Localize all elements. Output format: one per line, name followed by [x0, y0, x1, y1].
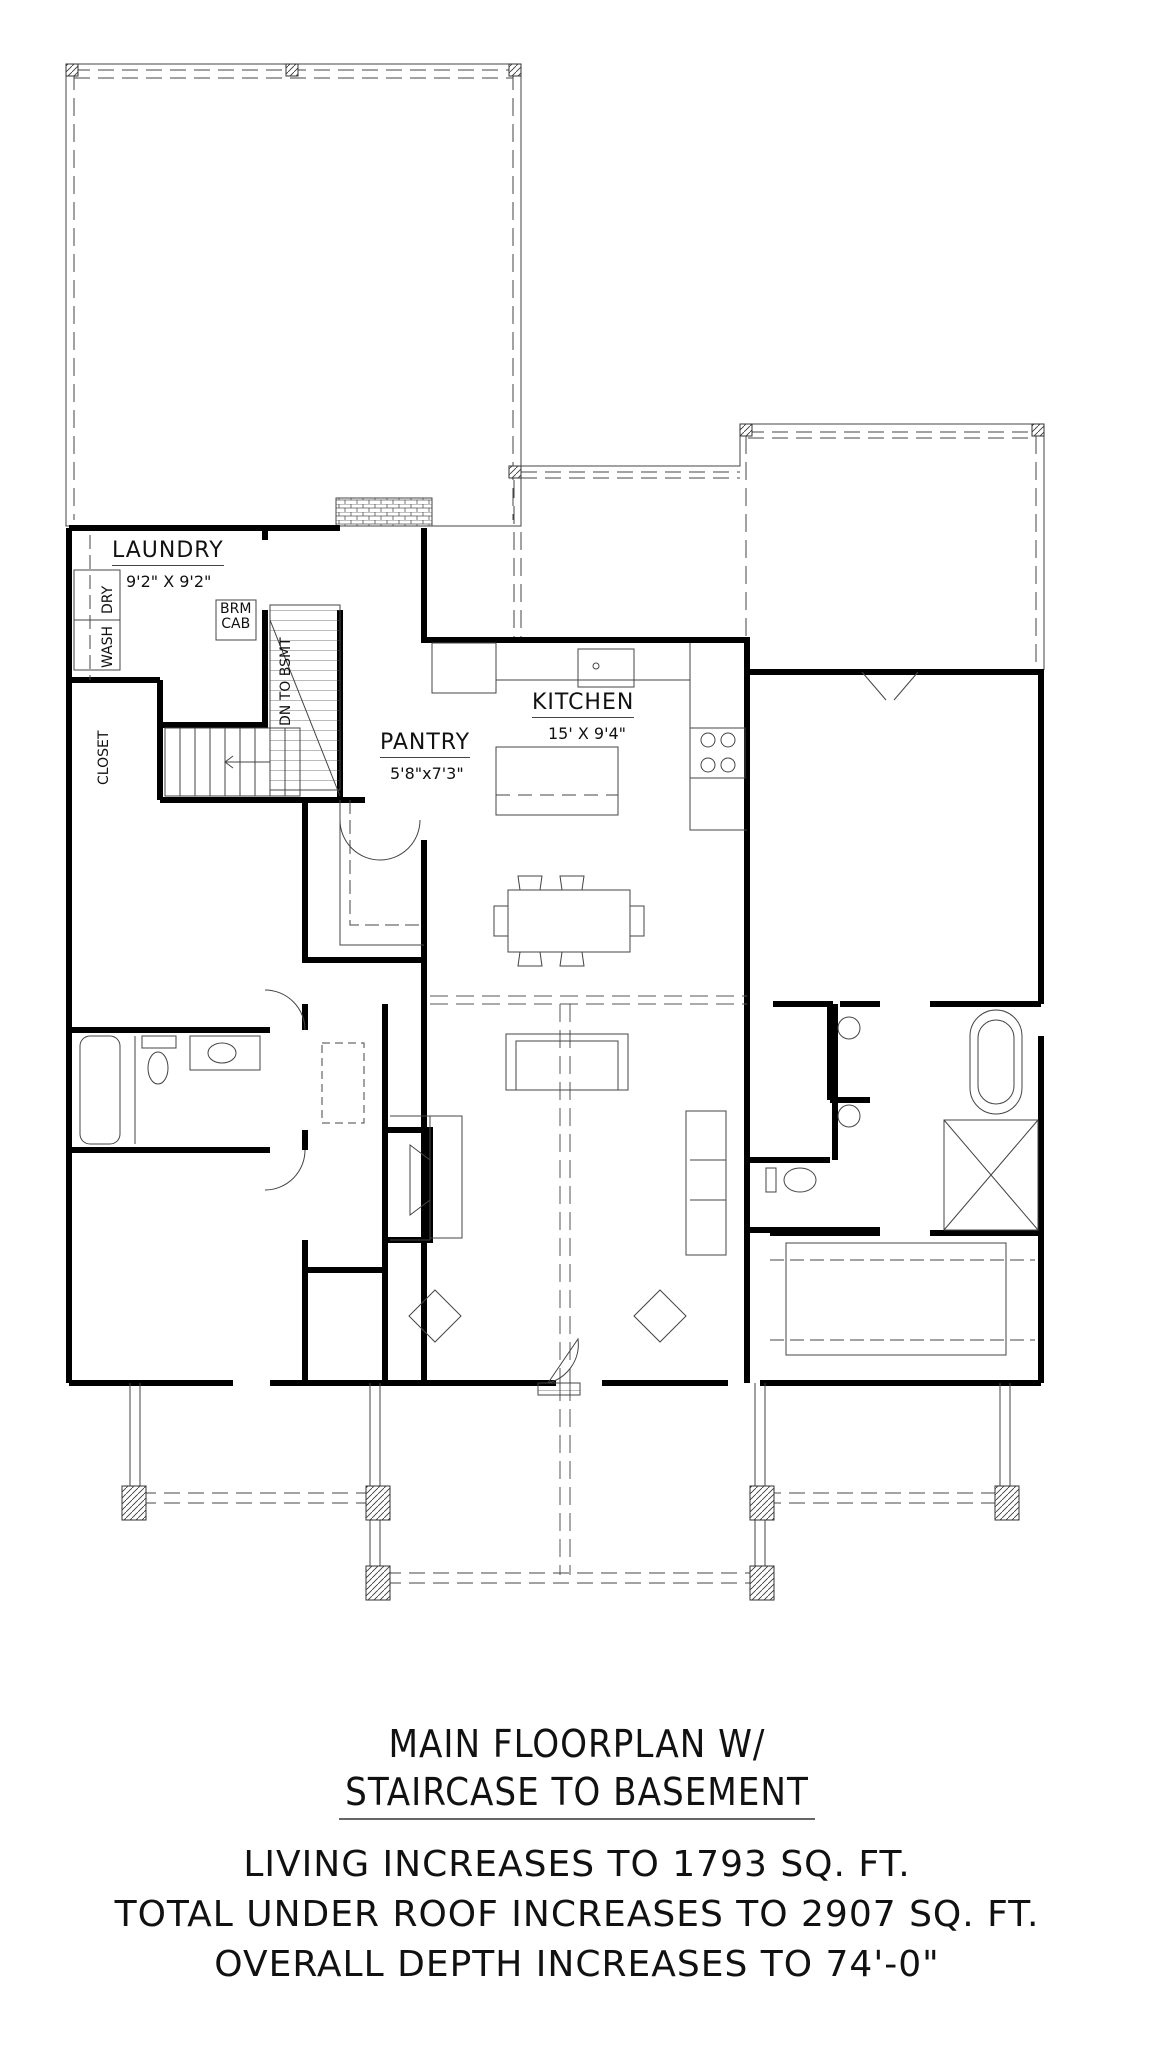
caption-title-line2: STAIRCASE TO BASEMENT — [345, 1770, 809, 1814]
front-porch — [121, 1383, 1020, 1601]
master-bath-fixtures — [765, 1009, 1039, 1356]
caption-title-line1: MAIN FLOORPLAN W/ — [388, 1722, 766, 1766]
pantry-label: PANTRY — [380, 730, 471, 758]
porch-post — [365, 1565, 391, 1601]
plan-caption: MAIN FLOORPLAN W/ STAIRCASE TO BASEMENT … — [0, 1720, 1154, 1990]
pantry-fixtures — [339, 800, 424, 946]
washer-label: WASH — [100, 625, 116, 668]
living-furniture — [390, 1033, 727, 1396]
porch-post — [994, 1485, 1020, 1521]
porch-post — [749, 1565, 775, 1601]
kitchen-fixtures — [431, 642, 747, 967]
laundry-dimensions: 9'2" X 9'2" — [126, 572, 212, 591]
exterior-walls — [66, 525, 1044, 1386]
kitchen-dimensions: 15' X 9'4" — [548, 724, 627, 743]
porch-post — [365, 1485, 391, 1521]
total-under-roof-note: TOTAL UNDER ROOF INCREASES TO 2907 SQ. F… — [114, 1894, 1040, 1935]
living-area-note: LIVING INCREASES TO 1793 SQ. FT. — [243, 1844, 911, 1885]
porch-post — [121, 1485, 147, 1521]
dryer-label: DRY — [100, 585, 116, 614]
caption-title: MAIN FLOORPLAN W/ STAIRCASE TO BASEMENT — [339, 1720, 815, 1820]
closet-label: CLOSET — [96, 730, 112, 785]
pantry-dimensions: 5'8"x7'3" — [390, 764, 464, 783]
broom-cabinet-line2: CAB — [221, 616, 251, 632]
broom-cabinet-line1: BRM — [220, 601, 252, 617]
hall-bath-fixtures — [79, 989, 365, 1191]
stair-down-label: DN TO BSMT — [278, 637, 294, 726]
bedroom-french-door — [861, 671, 919, 701]
overall-depth-note: OVERALL DEPTH INCREASES TO 74'-0" — [214, 1944, 940, 1985]
rear-patio — [513, 423, 1045, 670]
kitchen-label: KITCHEN — [532, 690, 635, 718]
broom-cabinet-label: BRM CAB — [220, 602, 251, 632]
laundry-label: LAUNDRY — [112, 538, 224, 566]
floor-plan-drawing — [65, 63, 1045, 1601]
beam-lines — [430, 995, 747, 1575]
laundry-fixtures — [73, 535, 257, 680]
brick-stoop — [335, 497, 433, 527]
porch-post — [749, 1485, 775, 1521]
staircase — [164, 604, 341, 797]
interior-walls — [69, 528, 1041, 1383]
rear-porch — [65, 63, 522, 527]
